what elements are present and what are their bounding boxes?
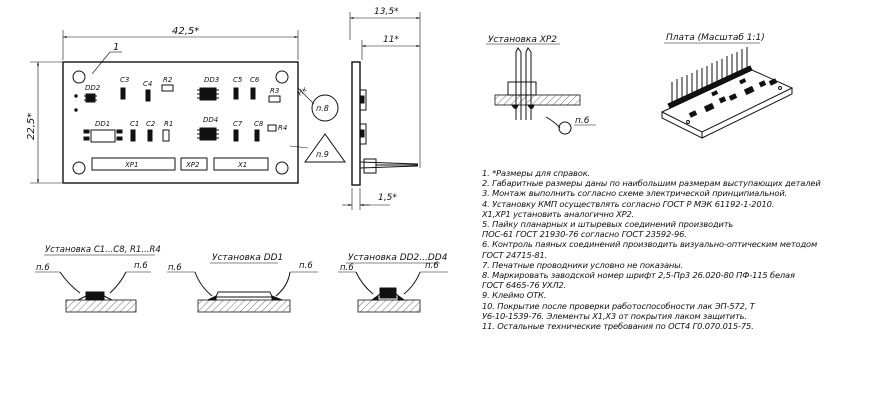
note-line: 4. Установку КМП осуществлять согласно Г… xyxy=(482,198,775,209)
install-3-title: Установка DD2...DD4 xyxy=(348,253,448,263)
dim-board: 1,5* xyxy=(378,193,397,203)
note-line: 11. Остальные технические требования по … xyxy=(482,321,754,332)
install-1-left: п.6 xyxy=(36,263,50,273)
svg-text:X1: X1 xyxy=(237,161,247,169)
note-line: 9. Клеймо ОТК. xyxy=(482,290,547,301)
board-outline xyxy=(62,61,299,184)
label-r1: R1 xyxy=(164,120,173,128)
note-line: 1. *Размеры для справок. xyxy=(482,168,591,178)
note-line: 7. Печатные проводники условно не показа… xyxy=(482,259,684,270)
technical-notes: 1. *Размеры для справок. 2. Габаритные р… xyxy=(482,168,867,331)
label-c5: C5 xyxy=(233,76,243,84)
dim-pin: 11* xyxy=(383,35,399,45)
callout-p9: п.9 xyxy=(316,150,329,159)
svg-text:XP2: XP2 xyxy=(185,161,200,169)
note-line: 3. Монтаж выполнить согласно схеме элект… xyxy=(482,188,788,199)
iso-view: Плата (Масштаб 1:1) xyxy=(660,33,794,139)
note-line: 6. Контроль паяных соединений производит… xyxy=(482,239,818,250)
note-line: 8. Маркировать заводской номер шрифт 2,5… xyxy=(482,270,795,281)
label-c3: C3 xyxy=(120,76,129,84)
xp2-view: Установка XP2 п.6 xyxy=(486,35,596,135)
install-view-c-r: Установка C1...C8, R1...R4 п.6 п.6 xyxy=(35,245,161,313)
label-c8: C8 xyxy=(254,120,264,128)
label-r2: R2 xyxy=(163,76,173,84)
label-dd2: DD2 xyxy=(85,84,101,92)
dim-total: 13,5* xyxy=(374,7,399,17)
note-line: X1,XP1 установить аналогично XP2. xyxy=(482,208,635,219)
iso-title: Плата (Масштаб 1:1) xyxy=(666,33,765,43)
dim-width: 42,5* xyxy=(172,26,199,37)
side-view: 13,5* 11* 1,5* xyxy=(342,7,421,210)
connector-xp1 xyxy=(91,157,176,171)
install-2-right: п.6 xyxy=(299,261,313,271)
dim-height: 22,5* xyxy=(26,113,37,140)
label-c7: C7 xyxy=(233,120,243,128)
note-line: У6-10-1539-76. Элементы X1,X3 от покрыти… xyxy=(482,310,747,321)
note-line: 5. Пайку планарных и штыревых соединений… xyxy=(482,219,734,230)
install-view-dd2-dd4: Установка DD2...DD4 п.6 п.6 xyxy=(338,253,448,313)
side-board xyxy=(351,61,361,186)
callout-p8: п.8 xyxy=(316,104,329,113)
label-c6: C6 xyxy=(250,76,260,84)
note-line: 2. Габаритные размеры даны по наибольшим… xyxy=(482,178,821,189)
svg-text:XP1: XP1 xyxy=(124,161,138,169)
connector-x1 xyxy=(213,157,269,171)
label-r4: R4 xyxy=(278,124,287,132)
label-c4: C4 xyxy=(143,80,152,88)
label-dd1: DD1 xyxy=(95,120,110,128)
xp2-title: Установка XP2 xyxy=(488,35,557,45)
xp2-callout: п.6 xyxy=(575,116,590,126)
label-c2: C2 xyxy=(146,120,156,128)
label-c1: C1 xyxy=(130,120,139,128)
leader-1: 1 xyxy=(113,42,119,53)
label-dd4: DD4 xyxy=(203,116,218,124)
front-view: 42,5* 1 22,5* C3 C4 R2 DD3 C5 C6 DD2 R3 xyxy=(26,26,346,184)
note-line: ГОСТ 6465-76 УХЛ2. xyxy=(482,280,567,291)
note-line: 10. Покрытие после проверки работоспособ… xyxy=(482,300,755,311)
connector-xp2 xyxy=(180,157,208,171)
install-2-title: Установка DD1 xyxy=(212,253,283,263)
note-line: ПОС-61 ГОСТ 21930-76 согласно ГОСТ 23592… xyxy=(482,229,687,240)
install-1-right: п.6 xyxy=(134,261,148,271)
install-3-right: п.6 xyxy=(425,261,439,271)
note-line: ГОСТ 24715-81. xyxy=(482,249,548,260)
install-2-left: п.6 xyxy=(168,263,182,273)
install-1-title: Установка C1...C8, R1...R4 xyxy=(45,245,161,255)
iso-pins xyxy=(671,47,748,105)
install-view-dd1: Установка DD1 п.6 п.6 xyxy=(167,253,318,313)
label-dd3: DD3 xyxy=(204,76,219,84)
label-r3: R3 xyxy=(270,87,279,95)
install-3-left: п.6 xyxy=(340,263,354,273)
